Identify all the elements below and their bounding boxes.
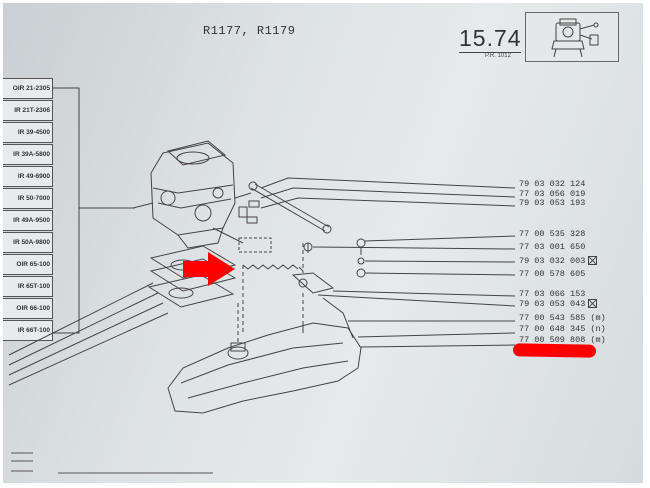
part-number: 79 03 053 193 bbox=[519, 198, 586, 208]
page-number: 15.74 bbox=[459, 25, 522, 51]
part-number: 77 03 001 650 bbox=[519, 242, 586, 252]
highlight-marker bbox=[512, 343, 597, 358]
page-number-underline bbox=[459, 52, 521, 53]
page-reference: P.R. 1012 bbox=[485, 53, 511, 59]
model-label: IR 49-6900 bbox=[3, 166, 53, 187]
red-arrow-icon bbox=[183, 252, 235, 286]
model-label: IR 66T-100 bbox=[3, 320, 53, 341]
model-label: IR 21T-2306 bbox=[3, 100, 53, 121]
part-number: 77 00 648 345 (n) bbox=[519, 324, 606, 334]
part-number: 79 03 032 003 bbox=[519, 256, 598, 266]
model-label: OIR 21-2305 bbox=[3, 78, 53, 99]
part-number: 77 00 543 585 (m) bbox=[519, 313, 606, 323]
part-number: 77 03 066 153 bbox=[519, 289, 586, 299]
crossed-box-icon bbox=[588, 299, 598, 309]
model-label: IR 50-7000 bbox=[3, 188, 53, 209]
exploded-parts-diagram bbox=[8, 87, 516, 474]
model-label: IR 65T-100 bbox=[3, 276, 53, 297]
model-label: IR 50A-9800 bbox=[3, 232, 53, 253]
part-number-highlighted: 77 00 509 808 (m) bbox=[519, 335, 606, 345]
model-codes-header: R1177, R1179 bbox=[203, 24, 296, 38]
catalog-page: R1177, R1179 15.74 P.R. 1012 OIR 21-2305… bbox=[3, 3, 643, 483]
part-number: 77 00 535 328 bbox=[519, 229, 586, 239]
model-label: OIR 65-100 bbox=[3, 254, 53, 275]
model-label: IR 39A-5800 bbox=[3, 144, 53, 165]
part-number: 77 00 578 605 bbox=[519, 269, 586, 279]
model-label: OIR 66-100 bbox=[3, 298, 53, 319]
carburetor-thumbnail-icon bbox=[525, 12, 619, 62]
part-number: 77 03 056 019 bbox=[519, 189, 586, 199]
part-number: 79 03 053 043 bbox=[519, 299, 598, 309]
part-number: 79 03 032 124 bbox=[519, 179, 586, 189]
model-label: IR 49A-9500 bbox=[3, 210, 53, 231]
crossed-box-icon bbox=[588, 256, 598, 266]
model-label: IR 39-4500 bbox=[3, 122, 53, 143]
